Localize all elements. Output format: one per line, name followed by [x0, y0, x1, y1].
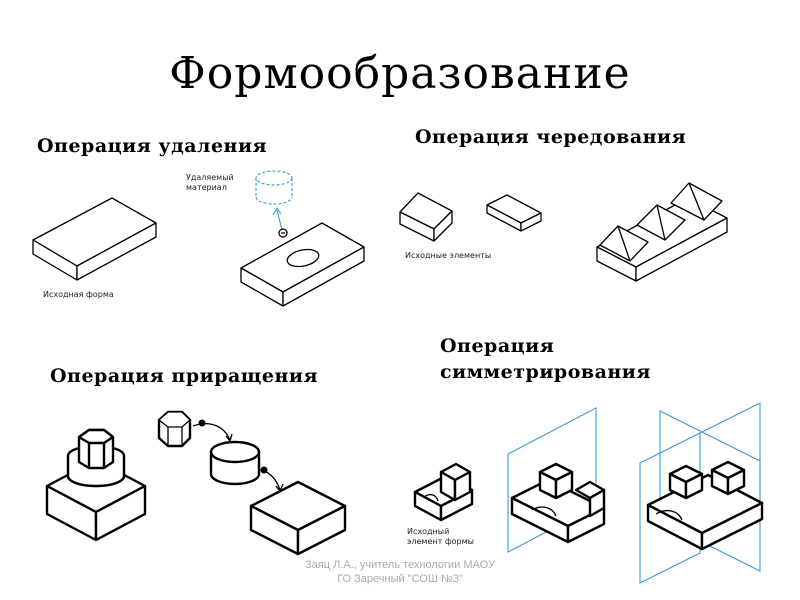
source-element-drawing — [413, 462, 474, 522]
hexagon-prism-drawing — [157, 410, 192, 448]
mirrored-element-drawing — [510, 462, 606, 544]
assembled-solid-drawing — [45, 428, 147, 542]
symmetry-label-line2: симметрирования — [440, 360, 651, 383]
plate-with-hole-drawing — [240, 222, 365, 307]
footer-line1: Заяц Л.А., учитель технологии МАОУ — [305, 559, 495, 571]
block-element-drawing — [486, 194, 542, 232]
caption-removed-material: Удаляемый материал — [186, 173, 234, 192]
removed-material-cylinder-drawing — [255, 170, 293, 238]
caption-source-element: Исходный элемент формы — [407, 527, 474, 547]
increment-operation-label: Операция приращения — [50, 365, 318, 387]
caption-base-form: Исходная форма — [43, 290, 114, 299]
alternation-operation-label: Операция чередования — [415, 126, 687, 148]
cylinder-drawing — [209, 440, 261, 486]
symmetry-label-line1: Операция — [440, 335, 555, 357]
wedge-element-drawing — [399, 192, 453, 242]
base-form-plate-drawing — [32, 197, 157, 281]
symmetry-operation-label: Операция симметрирования — [440, 334, 651, 385]
caption-source-elements: Исходные элементы — [405, 251, 492, 260]
footer-author: Заяц Л.А., учитель технологии МАОУ ГО За… — [230, 558, 570, 587]
double-mirrored-element-drawing — [646, 460, 764, 551]
increment-block-drawing — [249, 480, 347, 556]
alternated-form-drawing — [596, 182, 728, 282]
footer-line2: ГО Заречный "СОШ №3" — [337, 573, 463, 586]
slide-title: Формообразование — [169, 48, 631, 99]
removal-operation-label: Операция удаления — [37, 135, 268, 157]
